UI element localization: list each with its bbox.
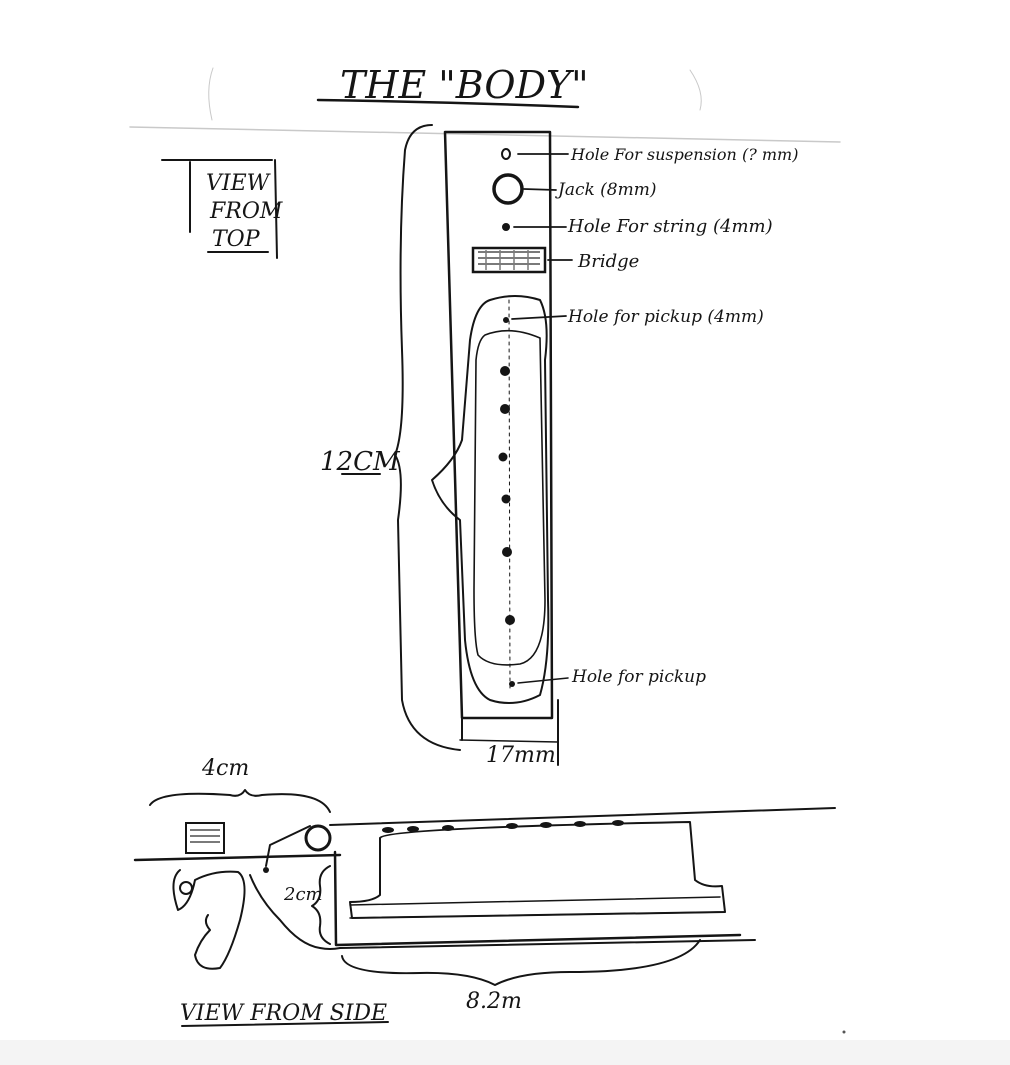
pickup-pole-pieces (498, 317, 515, 687)
callout-suspension: Hole For suspension (? mm) (570, 145, 798, 164)
callout-pickup-top: Hole for pickup (4mm) (567, 307, 764, 327)
side-jack-block (185, 822, 225, 854)
side-pin-icon (179, 881, 193, 895)
side-top-line-long (329, 807, 836, 826)
faint-scan-line (129, 126, 841, 143)
callout-jack: Jack (8mm) (555, 180, 657, 200)
side-view-label-underline (181, 1021, 389, 1027)
string-hole-icon (502, 223, 510, 231)
view-from-top-label: VIEW FROM TOP (161, 159, 283, 259)
stray-dot (842, 1030, 846, 1034)
view-label-line1: VIEW (206, 171, 272, 196)
length-brace (394, 124, 461, 751)
side-width-label: 4cm (201, 756, 249, 781)
faint-scan-mark (208, 67, 214, 121)
side-cable-loop (172, 869, 246, 970)
suspension-hole-icon (501, 148, 511, 160)
bottom-margin-strip (0, 1040, 1010, 1065)
callout-pickup-bottom: Hole for pickup (571, 667, 706, 687)
faint-scan-mark-right (689, 69, 702, 111)
view-label-line3: TOP (212, 227, 261, 252)
side-pole-pieces (382, 820, 624, 833)
jack-hole-icon (492, 173, 524, 205)
width-label: 17mm (486, 743, 556, 768)
side-bottom-line (339, 939, 756, 949)
pickup-bottom-leader (517, 677, 569, 684)
jack-leader (523, 188, 557, 191)
callout-bridge: Bridge (577, 251, 639, 272)
side-width-brace (149, 789, 331, 813)
title-underline (316, 98, 580, 109)
callout-string: Hole For string (4mm) (567, 216, 773, 237)
side-top-line (133, 853, 342, 862)
side-wire (249, 874, 341, 950)
view-label-line2: FROM (209, 199, 283, 224)
bridge-icon (471, 246, 547, 274)
side-jack-icon (304, 824, 332, 852)
side-height-label: 2cm (283, 884, 323, 905)
side-length-label: 8.2m (466, 989, 522, 1014)
side-height-brace (311, 865, 331, 945)
side-length-brace (341, 939, 701, 986)
length-label: 12CM (320, 447, 401, 477)
top-view-body (443, 130, 559, 766)
side-solder-dot (263, 867, 269, 873)
pickup-outline (431, 295, 550, 705)
side-angle-wire (265, 825, 311, 867)
side-pickup-body (349, 821, 726, 919)
side-back-wall (333, 850, 742, 947)
page-title: THE "BODY" (340, 63, 589, 107)
pickup-top-leader (511, 315, 567, 320)
